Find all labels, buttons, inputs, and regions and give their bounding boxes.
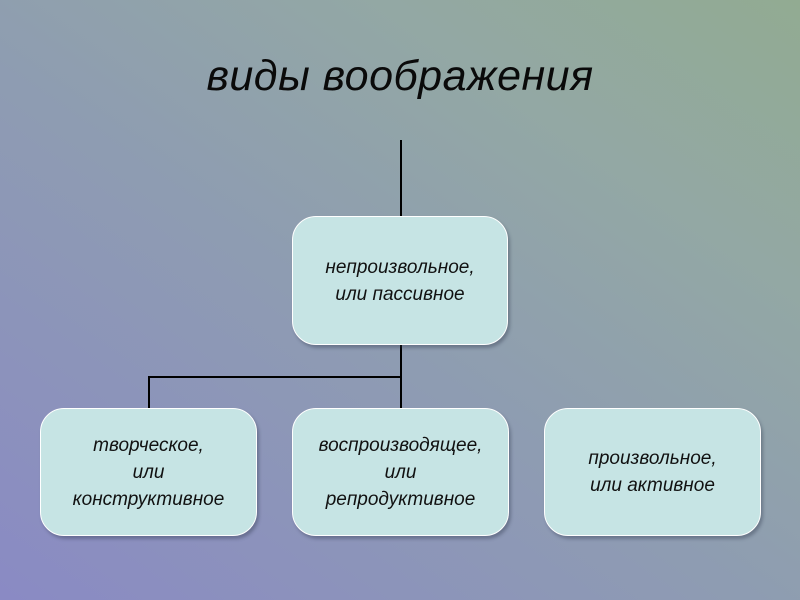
node-reproductive: воспроизводящее, или репродуктивное — [292, 408, 509, 536]
node-involuntary-line1: непроизвольное, — [325, 256, 475, 278]
node-creative-line3: конструктивное — [72, 488, 225, 510]
node-voluntary-line1: произвольное, — [588, 448, 717, 469]
node-creative-line1: творческое, — [93, 434, 204, 456]
node-reproductive-line1: воспроизводящее, — [318, 434, 483, 456]
node-reproductive-line3: репродуктивное — [325, 488, 476, 510]
node-voluntary-line2: или активное — [590, 475, 715, 496]
node-involuntary: непроизвольное, или пассивное — [292, 216, 508, 345]
node-involuntary-line2: или пассивное — [335, 283, 465, 305]
node-creative: творческое, или конструктивное — [40, 408, 257, 536]
diagram-title: виды воображения — [206, 52, 594, 100]
node-creative-line2: или — [132, 461, 165, 483]
node-voluntary: произвольное, или активное — [544, 408, 761, 536]
node-reproductive-line2: или — [384, 461, 417, 483]
